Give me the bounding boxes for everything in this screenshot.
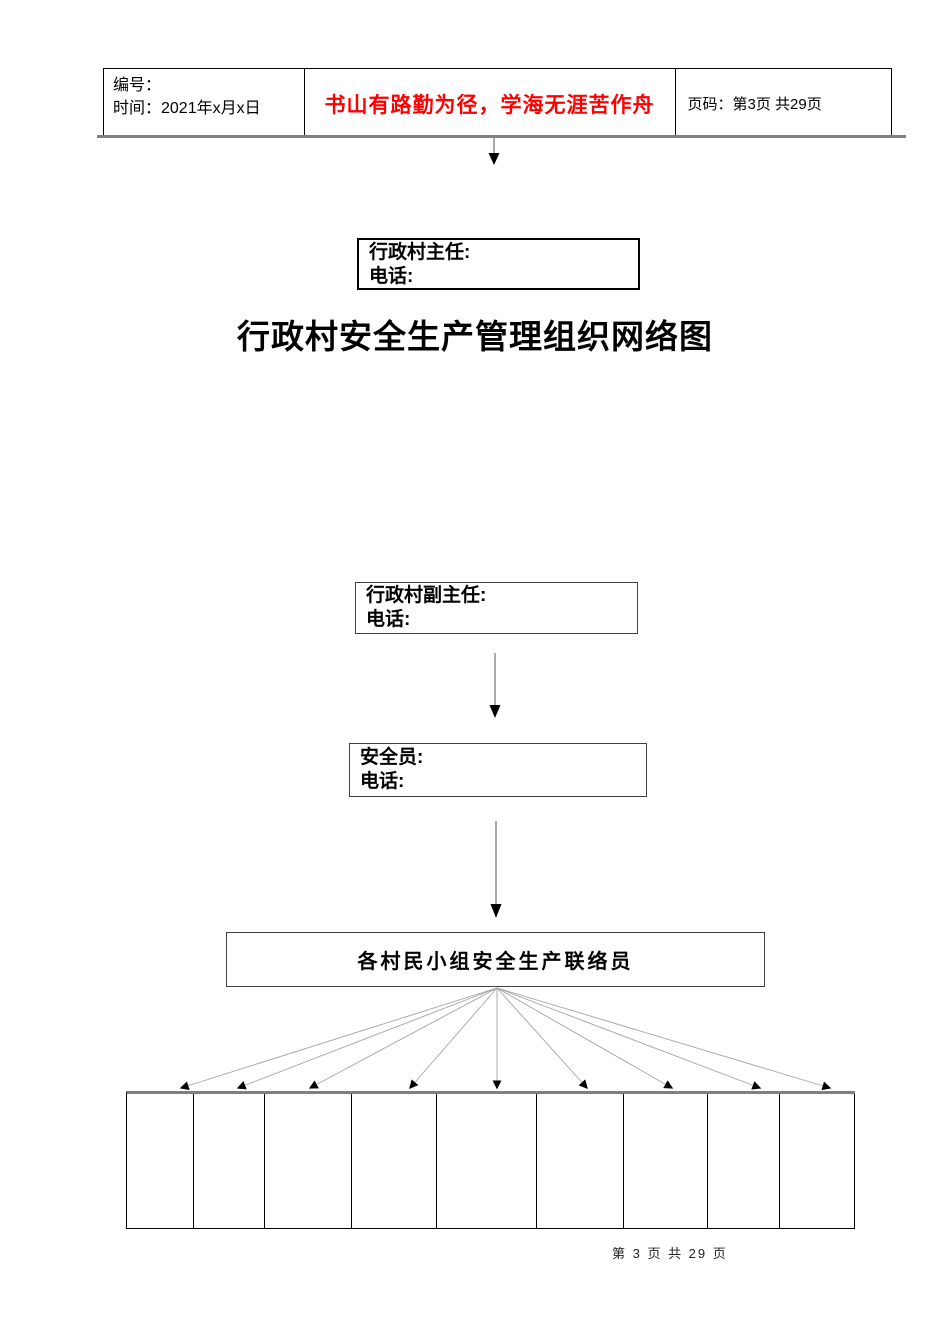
village-group-cell <box>194 1094 265 1228</box>
village-group-table <box>126 1091 855 1229</box>
header-time-label: 时间：2021年x月x日 <box>113 100 261 117</box>
village-group-cell <box>537 1094 625 1228</box>
org-box-group-liaisons: 各村民小组安全生产联络员 <box>226 932 765 987</box>
header-number-time-cell: 编号： 时间：2021年x月x日 <box>104 69 304 138</box>
village-group-cell <box>265 1094 352 1228</box>
org-box-safety-title: 安全员: <box>360 747 424 768</box>
header-number-label: 编号： <box>113 77 162 94</box>
org-box-deputy-phone: 电话: <box>366 609 411 630</box>
org-box-deputy-title: 行政村副主任: <box>366 585 487 606</box>
org-box-safety-phone: 电话: <box>360 771 405 792</box>
fan-out-arrows <box>179 987 832 1091</box>
village-group-cell <box>624 1094 709 1228</box>
org-box-safety-officer: 安全员: 电话: <box>349 743 647 797</box>
village-group-cell <box>708 1094 781 1228</box>
down-arrow-icon <box>488 138 500 165</box>
header-table: 编号： 时间：2021年x月x日 书山有路勤为径，学海无涯苦作舟 页码：第3页 … <box>103 68 892 138</box>
org-box-director-title: 行政村主任: <box>369 242 471 263</box>
village-group-cell <box>127 1094 194 1228</box>
down-arrow-icon <box>490 821 502 918</box>
org-box-deputy-director: 行政村副主任: 电话: <box>355 582 638 634</box>
down-arrow-icon <box>489 653 501 718</box>
org-box-village-director: 行政村主任: 电话: <box>357 238 640 290</box>
header-page-cell: 页码：第3页 共29页 <box>674 69 891 138</box>
page-title: 行政村安全生产管理组织网络图 <box>237 318 713 355</box>
header-motto-text: 书山有路勤为径，学海无涯苦作舟 <box>324 92 655 117</box>
header-motto-cell: 书山有路勤为径，学海无涯苦作舟 <box>303 69 675 138</box>
village-group-cell <box>437 1094 538 1228</box>
footer-page-number: 第 3 页 共 29 页 <box>612 1246 728 1261</box>
village-group-cell <box>780 1094 855 1228</box>
org-box-liaison-label: 各村民小组安全生产联络员 <box>357 951 634 973</box>
village-group-cell <box>352 1094 437 1228</box>
header-page-info: 页码：第3页 共29页 <box>687 96 822 113</box>
header-bottom-rule <box>97 135 906 138</box>
org-box-director-phone: 电话: <box>369 266 414 287</box>
